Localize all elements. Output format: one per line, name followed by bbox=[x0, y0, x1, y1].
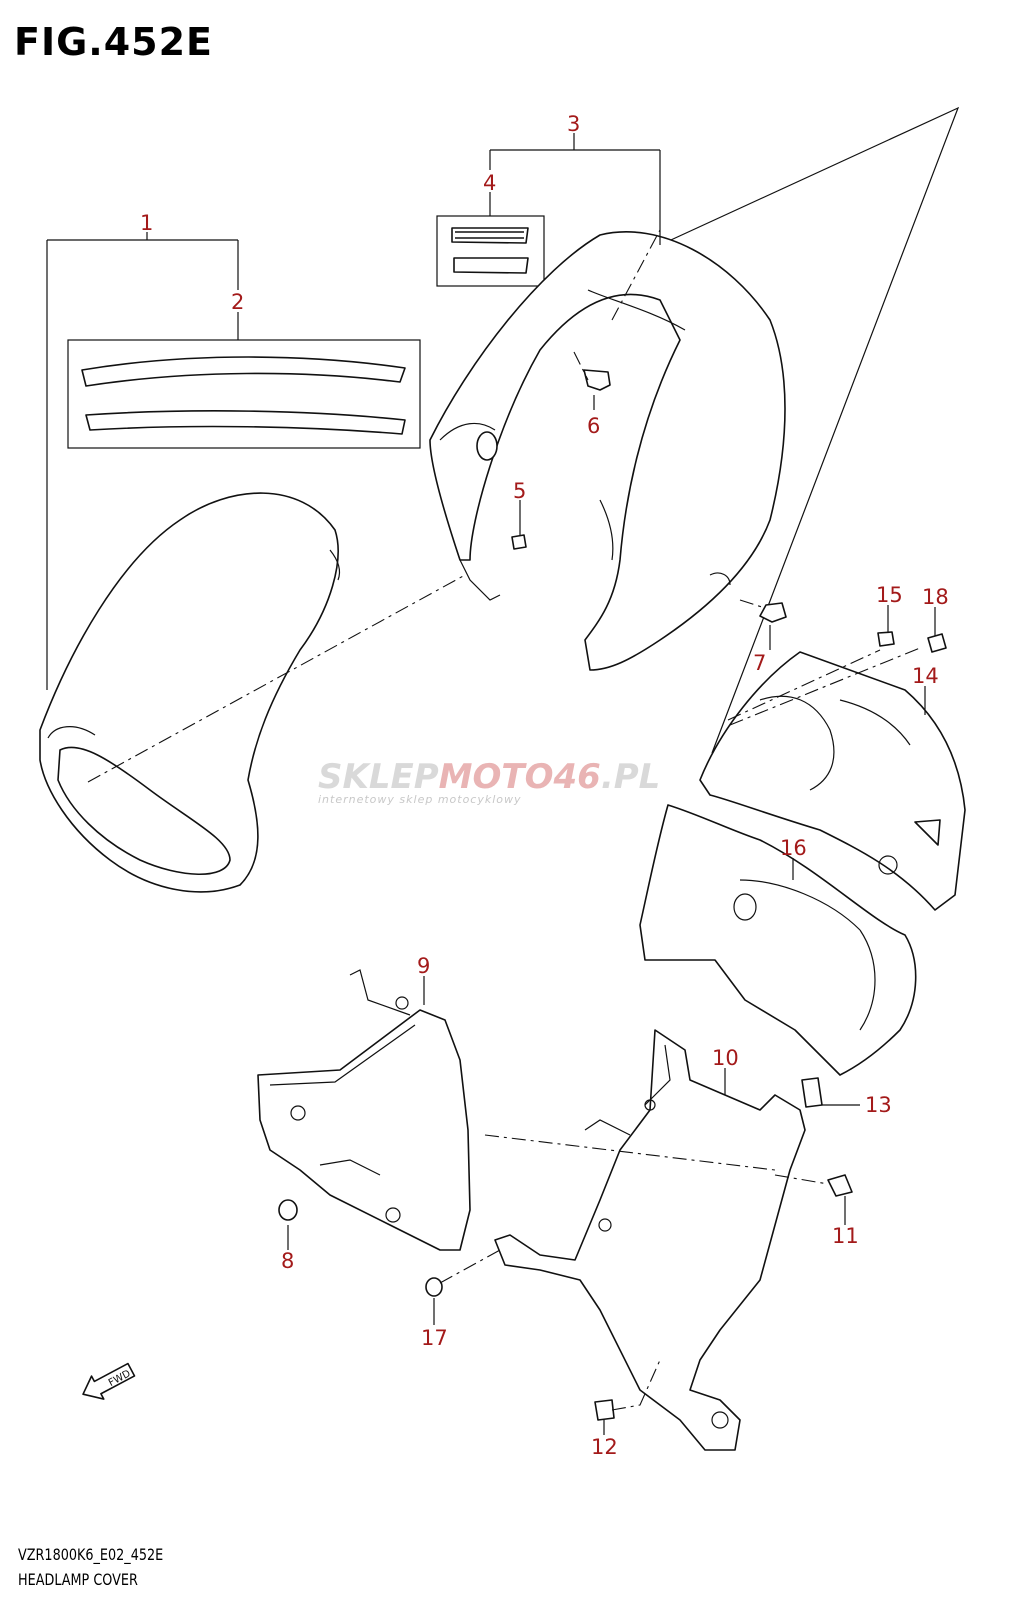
clip-part-15 bbox=[877, 631, 895, 647]
callout-5: 5 bbox=[513, 479, 526, 503]
nut-part-6 bbox=[583, 369, 611, 391]
callout-4: 4 bbox=[483, 171, 496, 195]
screw-part-5 bbox=[511, 534, 527, 550]
callout-14: 14 bbox=[912, 664, 939, 688]
upper-cowl-part bbox=[429, 231, 786, 671]
callout-15: 15 bbox=[876, 583, 903, 607]
grommet-part-17 bbox=[425, 1277, 443, 1297]
callout-12: 12 bbox=[591, 1435, 618, 1459]
svg-text:SKLEPMOTO46.PL: SKLEPMOTO46.PL bbox=[318, 757, 660, 797]
grommet-part-8 bbox=[278, 1199, 298, 1221]
pin-part-13 bbox=[801, 1077, 823, 1108]
headlamp-shell-part bbox=[39, 492, 341, 893]
inset-box-part-4 bbox=[436, 215, 545, 287]
callout-8: 8 bbox=[281, 1249, 294, 1273]
callout-1: 1 bbox=[140, 211, 153, 235]
watermark-tagline: internetowy sklep motocyklowy bbox=[318, 793, 522, 806]
bolt-part-11 bbox=[827, 1174, 853, 1197]
callout-10: 10 bbox=[712, 1046, 739, 1070]
watermark-logo-part1: SKLEP bbox=[318, 757, 439, 797]
figure-model-code: VZR1800K6_E02_452E bbox=[18, 1545, 164, 1564]
lower-panel-part bbox=[639, 804, 917, 1076]
bolt-part-12 bbox=[594, 1399, 615, 1421]
projection-lines bbox=[659, 106, 960, 754]
callout-2: 2 bbox=[231, 290, 244, 314]
callout-7: 7 bbox=[753, 651, 766, 675]
callout-18: 18 bbox=[922, 585, 949, 609]
bolt-part-7 bbox=[759, 602, 787, 623]
clip-part-18 bbox=[927, 633, 947, 653]
assembly-lines bbox=[87, 229, 921, 1411]
callouts: 1 2 3 4 5 6 7 8 9 10 11 12 13 14 15 16 1… bbox=[140, 112, 949, 1459]
figure-name: HEADLAMP COVER bbox=[18, 1570, 138, 1589]
bracket-part-10 bbox=[494, 1029, 806, 1451]
forward-arrow-icon: FWD bbox=[82, 1362, 136, 1400]
callout-11: 11 bbox=[832, 1224, 859, 1248]
watermark-logo-part3: 46 bbox=[553, 757, 601, 797]
inset-box-part-2 bbox=[67, 339, 421, 449]
callout-6: 6 bbox=[587, 414, 600, 438]
callout-17: 17 bbox=[421, 1326, 448, 1350]
forward-arrow-label: FWD bbox=[107, 1368, 133, 1389]
bracket-part-9 bbox=[257, 969, 471, 1251]
watermark-logo-part4: .PL bbox=[601, 757, 661, 797]
watermark: SKLEPMOTO46.PL internetowy sklep motocyk… bbox=[318, 757, 660, 806]
watermark-logo-part2: MOTO bbox=[439, 757, 554, 797]
callout-3: 3 bbox=[567, 112, 580, 136]
figure-title: FIG.452E bbox=[14, 20, 214, 64]
callout-16: 16 bbox=[780, 836, 807, 860]
inner-panel-part bbox=[699, 651, 966, 911]
callout-9: 9 bbox=[417, 954, 430, 978]
callout-13: 13 bbox=[865, 1093, 892, 1117]
leader-lines bbox=[46, 133, 936, 1435]
